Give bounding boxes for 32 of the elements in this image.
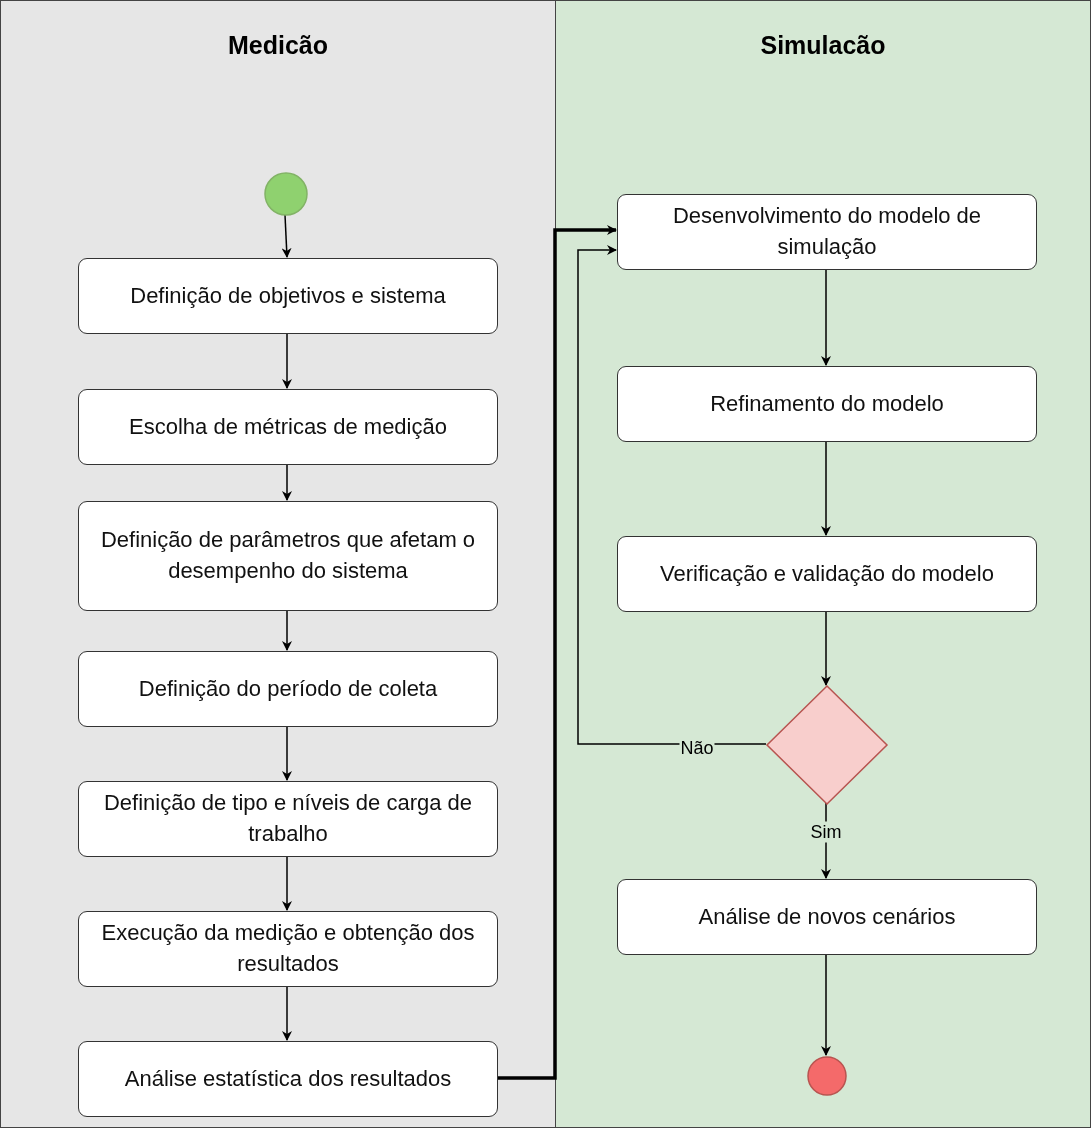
edge-label: Sim — [809, 821, 843, 843]
arrow — [281, 214, 292, 258]
decision-diamond — [767, 686, 887, 804]
process-box: Desenvolvimento do modelo de simulação — [617, 194, 1037, 270]
process-box: Refinamento do modelo — [617, 366, 1037, 442]
process-box: Verificação e validação do modelo — [617, 536, 1037, 612]
arrow — [497, 225, 617, 1080]
arrow — [282, 725, 292, 781]
process-box: Escolha de métricas de medição — [78, 389, 498, 465]
arrow — [821, 440, 831, 536]
swimlane — [555, 0, 1091, 1128]
arrow — [821, 610, 831, 686]
process-box: Definição de objetivos e sistema — [78, 258, 498, 334]
process-box: Análise estatística dos resultados — [78, 1041, 498, 1117]
process-box: Definição de tipo e níveis de carga de trabalho — [78, 781, 498, 857]
arrow — [577, 245, 767, 745]
process-box: Definição de parâmetros que afetam o desempenho do sistema — [78, 501, 498, 611]
process-box: Análise de novos cenários — [617, 879, 1037, 955]
arrow — [282, 609, 292, 651]
start-node — [264, 172, 308, 216]
process-box: Definição do período de coleta — [78, 651, 498, 727]
arrow — [282, 332, 292, 389]
lane-title: Simulacão — [759, 31, 887, 60]
arrow — [821, 268, 831, 366]
lane-title: Medicão — [227, 31, 329, 60]
end-node — [807, 1056, 847, 1096]
arrow — [282, 985, 292, 1041]
arrow — [282, 463, 292, 501]
swimlane — [0, 0, 556, 1128]
arrow — [282, 855, 292, 911]
process-box: Execução da medição e obtenção dos resultados — [78, 911, 498, 987]
arrow — [821, 953, 831, 1056]
